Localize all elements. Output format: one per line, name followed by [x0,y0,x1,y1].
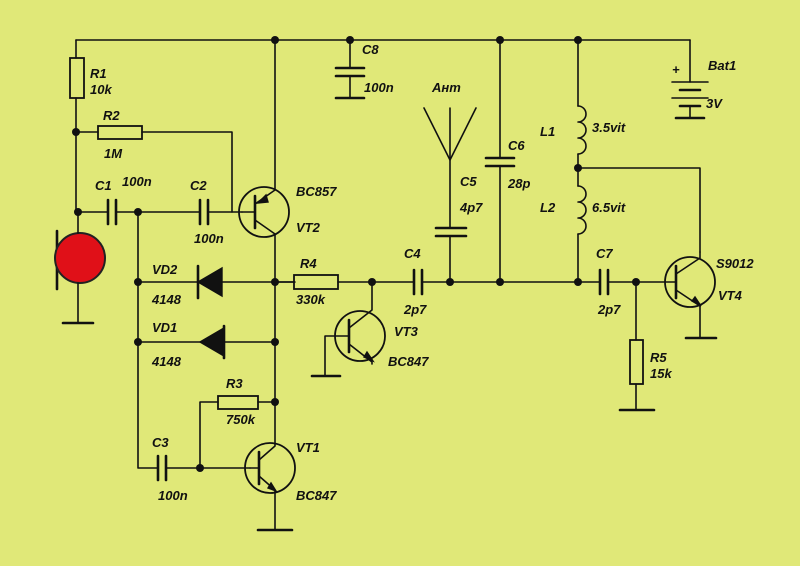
svg-text:C3: C3 [152,435,169,450]
svg-text:C2: C2 [190,178,207,193]
capacitor-c8: C8 100n [334,39,394,100]
svg-text:15k: 15k [650,366,672,381]
inductor-l1: L1 3.5vit [540,39,626,169]
svg-text:R3: R3 [226,376,243,391]
svg-text:750k: 750k [226,412,256,427]
capacitor-c3: C3 100n [152,435,251,503]
antenna: Ант [423,80,477,229]
svg-text:4148: 4148 [151,292,182,307]
svg-text:BC857: BC857 [296,184,337,199]
svg-text:1M: 1M [104,146,123,161]
svg-text:R2: R2 [103,108,120,123]
svg-text:C5: C5 [460,174,477,189]
svg-text:VT2: VT2 [296,220,321,235]
svg-text:3V: 3V [706,96,723,111]
svg-text:C4: C4 [404,246,421,261]
svg-text:BC847: BC847 [296,488,337,503]
svg-text:R5: R5 [650,350,667,365]
svg-text:S9012: S9012 [716,256,754,271]
transistor-vt4: S9012 VT4 [664,251,754,340]
svg-text:3.5vit: 3.5vit [592,120,626,135]
svg-text:4p7: 4p7 [459,200,483,215]
svg-text:2p7: 2p7 [597,302,621,317]
svg-text:VD2: VD2 [152,262,178,277]
resistor-r3: R3 750k [199,376,276,469]
svg-text:Bat1: Bat1 [708,58,736,73]
capacitor-c7: C7 2p7 [596,246,677,317]
svg-text:4148: 4148 [151,354,182,369]
junction-dots [72,36,640,472]
svg-text:330k: 330k [296,292,326,307]
svg-text:2p7: 2p7 [403,302,427,317]
transistor-vt1: VT1 BC847 [244,399,337,532]
svg-text:C1: C1 [95,178,112,193]
microphone [54,211,106,325]
svg-text:100n: 100n [122,174,152,189]
svg-text:Ант: Ант [431,80,461,95]
svg-text:R4: R4 [300,256,317,271]
transistor-vt2: BC857 VT2 [238,39,337,401]
resistor-r5: R5 15k [618,281,672,412]
svg-text:28p: 28p [507,176,530,191]
svg-text:10k: 10k [90,82,112,97]
resistor-r1: R1 10k [69,57,112,213]
svg-text:100n: 100n [364,80,394,95]
capacitor-c2: C2 100n [190,178,243,246]
svg-text:100n: 100n [158,488,188,503]
battery-bat1: + Bat1 3V [671,39,736,120]
diode-vd2: VD2 4148 [137,262,296,307]
diode-vd1: VD1 4148 [137,320,276,369]
svg-text:BC847: BC847 [388,354,429,369]
capacitor-c1: C1 100n [75,174,201,226]
capacitor-c6: C6 28p [484,39,530,283]
svg-text:L1: L1 [540,124,555,139]
svg-text:100n: 100n [194,231,224,246]
svg-text:L2: L2 [540,200,556,215]
svg-text:C7: C7 [596,246,613,261]
transistor-vt3: VT3 BC847 [310,281,429,378]
svg-text:C8: C8 [362,42,379,57]
left-bus [137,211,159,469]
resistor-r4: R4 330k [274,256,415,307]
svg-text:VT3: VT3 [394,324,419,339]
svg-text:R1: R1 [90,66,107,81]
svg-text:C6: C6 [508,138,525,153]
svg-text:6.5vit: 6.5vit [592,200,626,215]
svg-text:VT4: VT4 [718,288,743,303]
capacitor-c5: C5 4p7 [434,174,483,283]
supply-rail [75,39,691,59]
resistor-r2: R2 1M [75,108,233,213]
svg-text:VT1: VT1 [296,440,320,455]
svg-text:+: + [672,62,680,77]
svg-text:VD1: VD1 [152,320,177,335]
